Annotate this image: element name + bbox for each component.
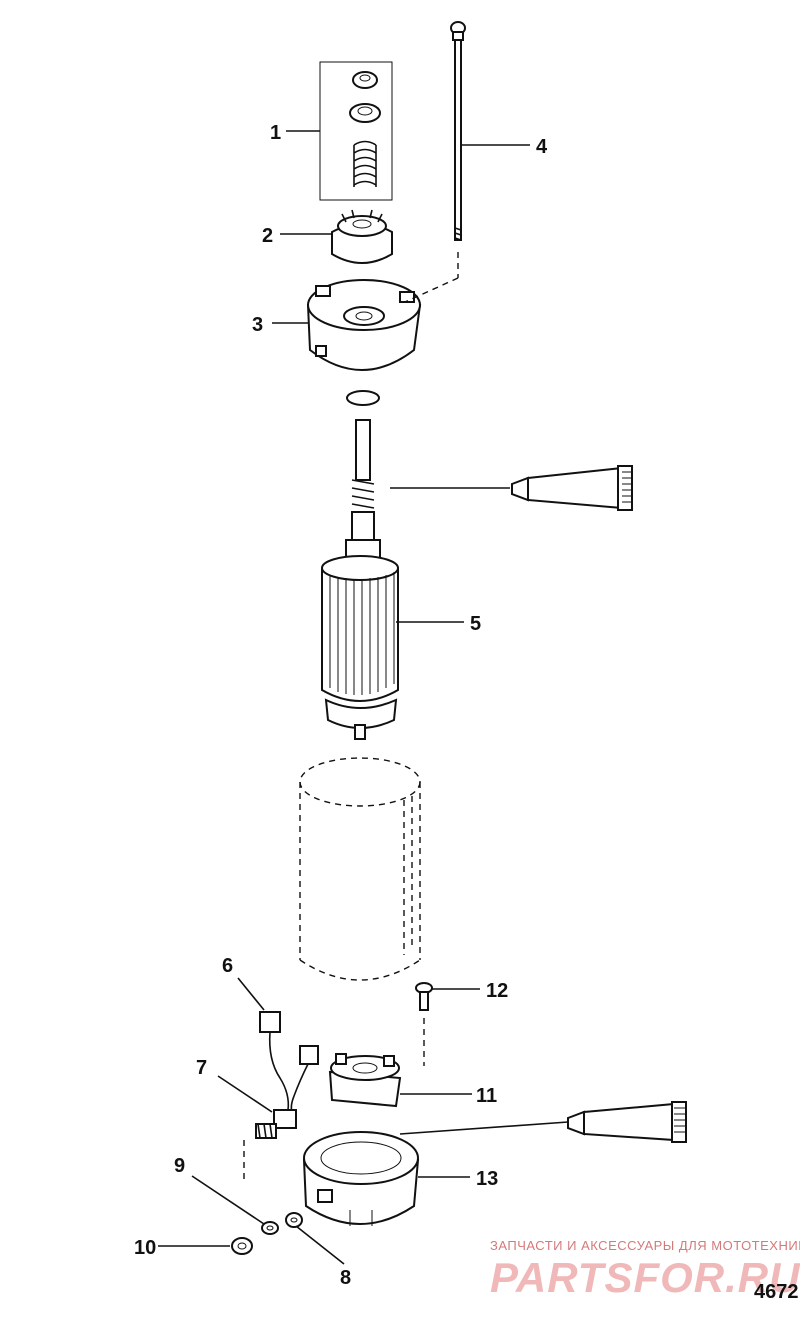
part-6-brush-set: [259, 1011, 319, 1113]
callout-5: 5: [470, 613, 481, 635]
spring: [353, 140, 377, 187]
callout-9: 9: [174, 1155, 185, 1177]
part-10-nut: [231, 1237, 253, 1255]
callout-10: 10: [134, 1237, 156, 1259]
callout-8: 8: [340, 1267, 351, 1289]
document-number: 4672: [754, 1281, 799, 1303]
watermark-brand: PARTSFOR.RU: [490, 1254, 800, 1301]
part-2-drive-pinion: [331, 209, 393, 264]
part-5-armature: [321, 419, 399, 740]
part-7-terminal-stud: [243, 1109, 297, 1180]
callout-6: 6: [222, 955, 233, 977]
part-9-washer: [261, 1221, 279, 1235]
nut: [352, 71, 378, 89]
callout-3: 3: [252, 314, 263, 336]
washer: [349, 103, 381, 123]
watermark-tagline: ЗАПЧАСТИ И АКСЕССУАРЫ ДЛЯ МОТОТЕХНИКИ: [490, 1238, 800, 1253]
part-4-through-bolt: [450, 21, 466, 241]
o-ring: [346, 390, 380, 406]
callout-13: 13: [476, 1168, 498, 1190]
part-11-brush-holder: [328, 1053, 402, 1108]
callout-2: 2: [262, 225, 273, 247]
part-8-lock-nut: [285, 1212, 303, 1228]
callout-1: 1: [270, 122, 281, 144]
part-1-kit: [319, 61, 393, 201]
part-3-end-cap: [306, 279, 422, 371]
callout-12: 12: [486, 980, 508, 1002]
callout-7: 7: [196, 1057, 207, 1079]
grease-tube-icon: [511, 465, 633, 511]
grease-tube-icon: [567, 1101, 687, 1143]
part-12-screw: [415, 982, 433, 1011]
callout-11: 11: [476, 1085, 497, 1107]
field-frame-phantom: [299, 757, 421, 981]
callout-4: 4: [536, 136, 548, 158]
part-13-end-cap: [302, 1131, 420, 1226]
